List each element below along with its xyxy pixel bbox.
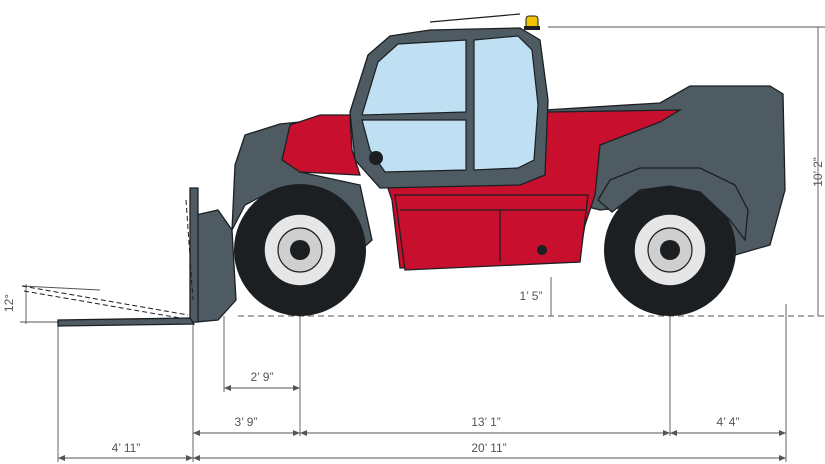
ground-clearance-label: 1’ 5” [520,289,543,303]
cab-glass-front [361,39,467,116]
fork-tine [57,317,196,327]
fork-tilt-label: 12° [2,294,16,312]
fuel-cap-icon [537,245,547,255]
cab-glass-rear [473,35,539,171]
rear-overhang-label: 4’ 4” [717,415,740,429]
wheelbase-label: 13’ 1” [471,415,501,429]
cab-height-label: 10’ 2” [811,157,825,187]
telehandler [21,13,786,327]
rear-wheel [604,184,736,316]
fork-to-front-wheel-label: 2’ 9” [251,370,274,384]
rear-fender [597,167,749,242]
front-overhang-label: 3’ 9” [235,415,258,429]
cab-handle-icon [369,151,383,165]
fork-upright [189,187,199,323]
dimension-lines [20,26,825,462]
tilted-fork-outline [21,199,194,319]
cab-glass-door [361,119,467,173]
engine-cover [281,114,361,176]
fork-length-label: 4’ 11” [112,441,141,455]
front-wheel [234,184,366,316]
fork-carriage [195,209,237,323]
overall-length-label: 20’ 11” [471,441,506,455]
side-box [394,194,589,271]
